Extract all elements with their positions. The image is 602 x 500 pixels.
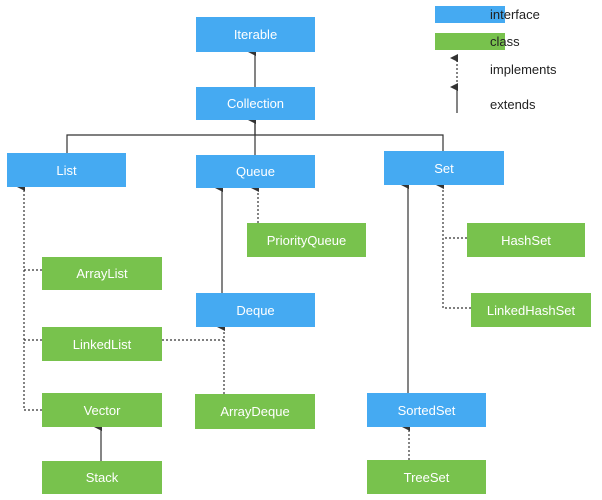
node-list: List — [7, 153, 126, 187]
node-vector: Vector — [42, 393, 162, 427]
node-stack: Stack — [42, 461, 162, 494]
node-treeset: TreeSet — [367, 460, 486, 494]
edge-vector-to-list — [17, 183, 42, 411]
node-collection: Collection — [196, 87, 315, 120]
node-linkedhashset: LinkedHashSet — [471, 293, 591, 327]
legend-interface-label: interface — [490, 7, 540, 22]
legend-class-swatch — [435, 33, 505, 50]
node-arraylist: ArrayList — [42, 257, 162, 290]
node-set: Set — [384, 151, 504, 185]
node-hashset: HashSet — [467, 223, 585, 257]
legend-extends-label: extends — [490, 97, 536, 112]
node-linkedlist: LinkedList — [42, 327, 162, 361]
edge-linkedhashset-to-set — [436, 181, 471, 309]
node-deque: Deque — [196, 293, 315, 327]
node-queue: Queue — [196, 155, 315, 188]
node-iterable: Iterable — [196, 17, 315, 52]
node-priorityqueue: PriorityQueue — [247, 223, 366, 257]
legend-interface-swatch — [435, 6, 505, 23]
node-sortedset: SortedSet — [367, 393, 486, 427]
legend-class-label: class — [490, 34, 520, 49]
legend-implements-label: implements — [490, 62, 557, 77]
edge-list-to-collection — [66, 116, 256, 153]
edge-set-to-collection — [255, 134, 444, 151]
node-arraydeque: ArrayDeque — [195, 394, 315, 429]
